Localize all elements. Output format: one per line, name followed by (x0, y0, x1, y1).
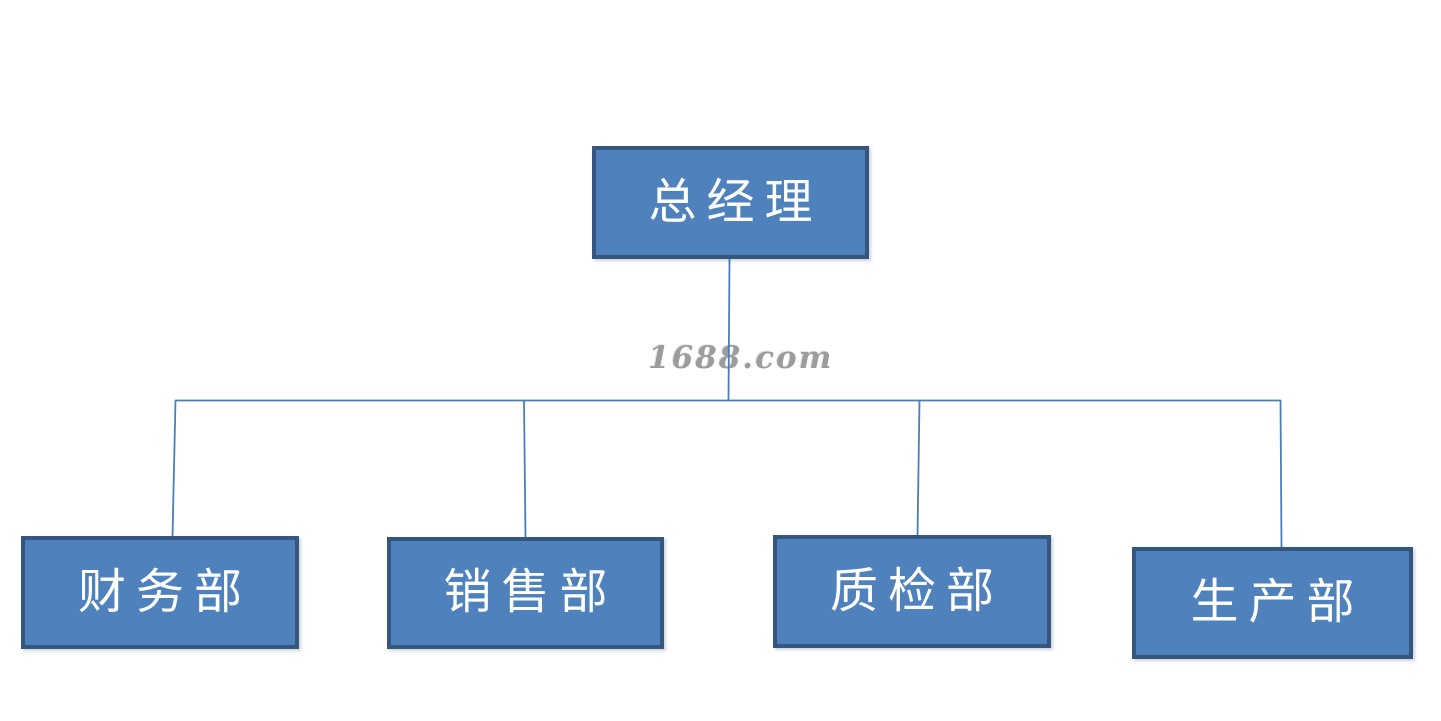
org-node-production-dept: 生产部 (1132, 547, 1413, 659)
org-node-label: 总经理 (648, 175, 823, 229)
watermark-1688: 1688.com (648, 340, 834, 376)
connector-drop-production (1279, 399, 1283, 549)
org-node-label: 质检部 (829, 564, 1004, 618)
org-node-label: 财务部 (77, 565, 252, 619)
org-node-label: 销售部 (443, 566, 618, 619)
org-node-quality-dept: 质检部 (773, 535, 1051, 648)
connector-drop-quality (916, 399, 921, 537)
org-node-sales-dept: 销售部 (387, 537, 664, 649)
org-node-label: 生产部 (1190, 576, 1365, 629)
connector-trunk (727, 257, 731, 401)
connector-drop-finance (171, 399, 177, 538)
connector-drop-sales (523, 399, 527, 539)
org-node-general-manager: 总经理 (592, 146, 869, 259)
org-node-finance-dept: 财务部 (21, 536, 299, 649)
